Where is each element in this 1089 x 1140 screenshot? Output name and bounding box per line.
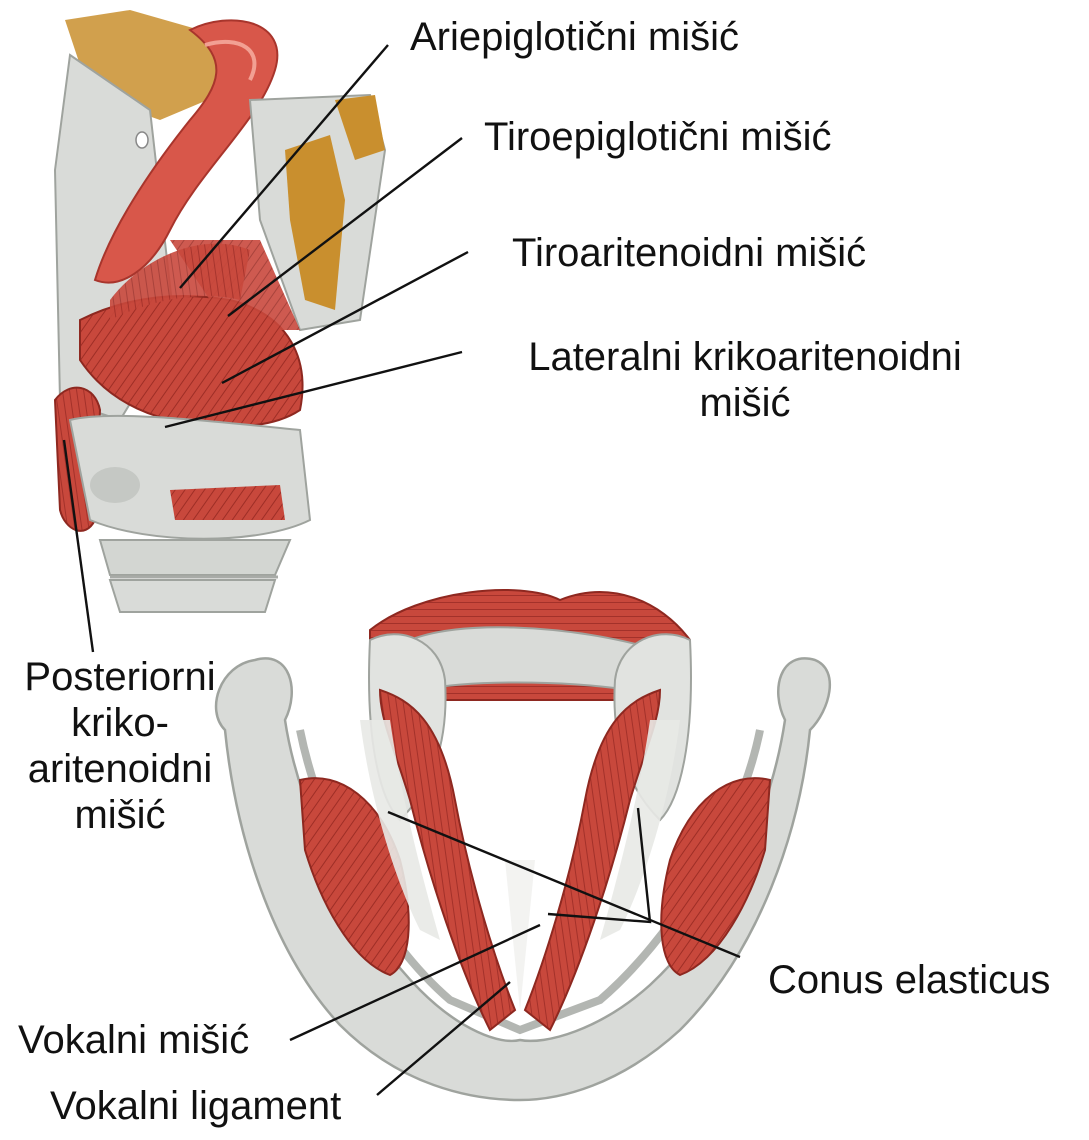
label-lateral-cricoarytenoid: Lateralni krikoaritenoidni mišić: [495, 334, 995, 426]
label-vokalni-ligament: Vokalni ligament: [50, 1083, 341, 1129]
label-posterior-line3: aritenoidni: [0, 746, 240, 792]
label-posterior-line2: kriko-: [0, 700, 240, 746]
label-posterior-line1: Posteriorni: [0, 654, 240, 700]
label-tiroaritenoid: Tiroaritenoidni mišić: [512, 230, 866, 276]
label-posterior-line4: mišić: [0, 792, 240, 838]
label-vokalni-misic: Vokalni mišić: [18, 1017, 249, 1063]
label-ariepiglotic: Ariepiglotični mišić: [410, 14, 739, 60]
label-lateral-line2: mišić: [495, 380, 995, 426]
label-conus-elasticus: Conus elasticus: [768, 957, 1050, 1003]
label-posterior-cricoarytenoid: Posteriorni kriko- aritenoidni mišić: [0, 654, 240, 838]
label-tiroepiglotic: Tiroepiglotični mišić: [484, 114, 832, 160]
lateral-larynx-drawing: [55, 10, 385, 612]
label-lateral-line1: Lateralni krikoaritenoidni: [495, 334, 995, 380]
superior-larynx-drawing: [216, 590, 830, 1100]
